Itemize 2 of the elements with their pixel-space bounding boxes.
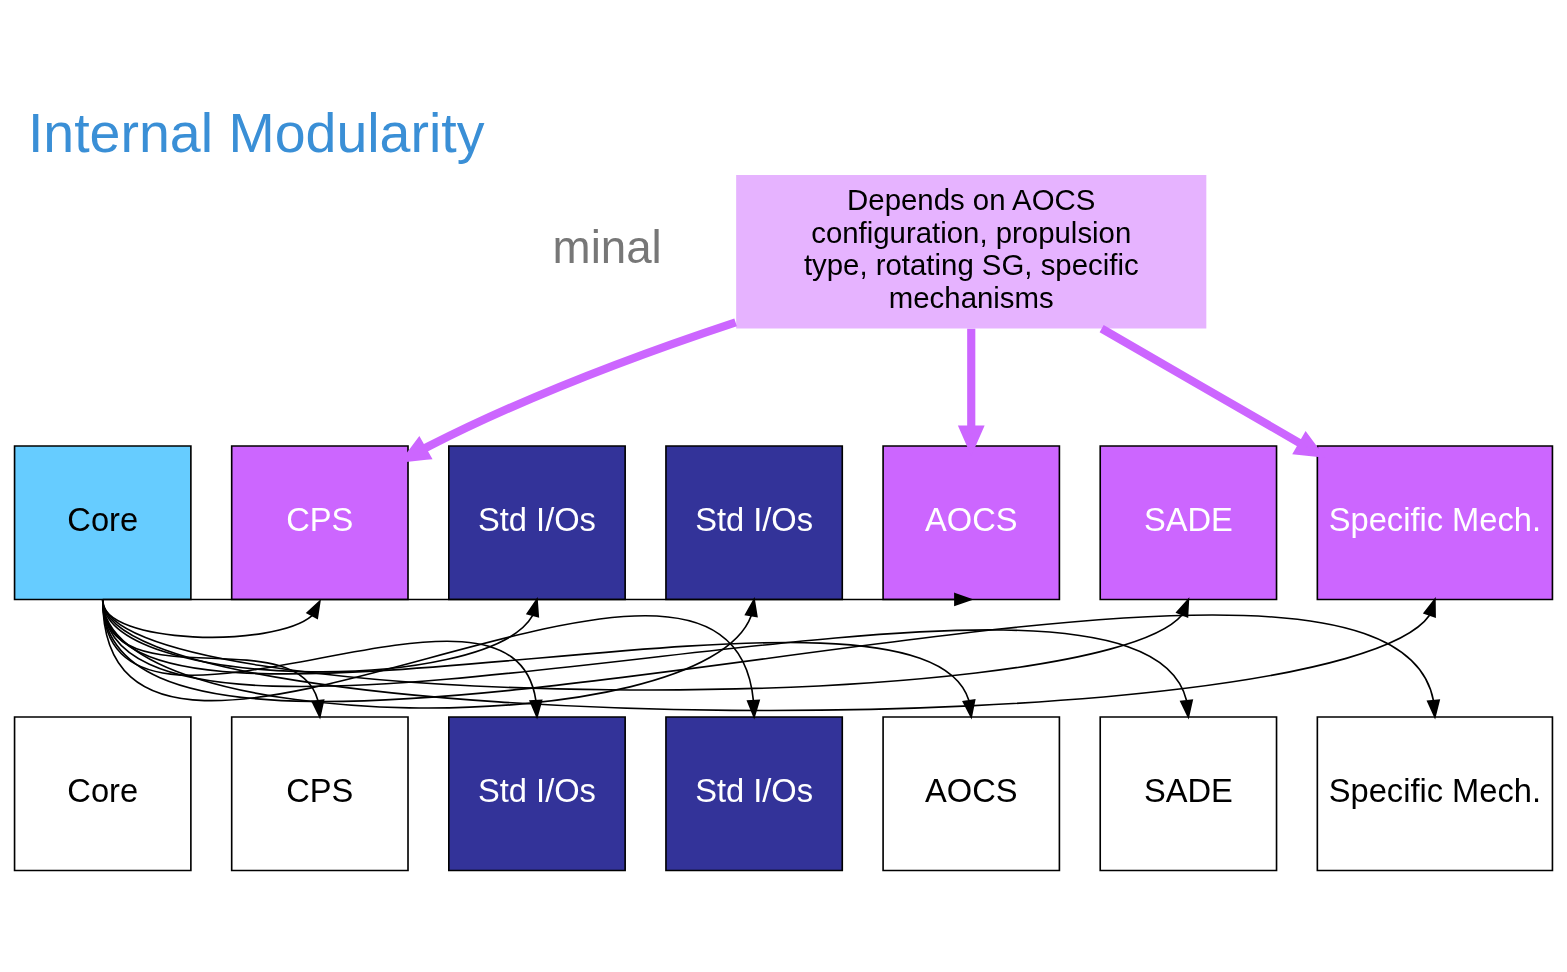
diagram-title: Internal Modularity — [27, 102, 485, 165]
label: minal — [552, 221, 662, 273]
